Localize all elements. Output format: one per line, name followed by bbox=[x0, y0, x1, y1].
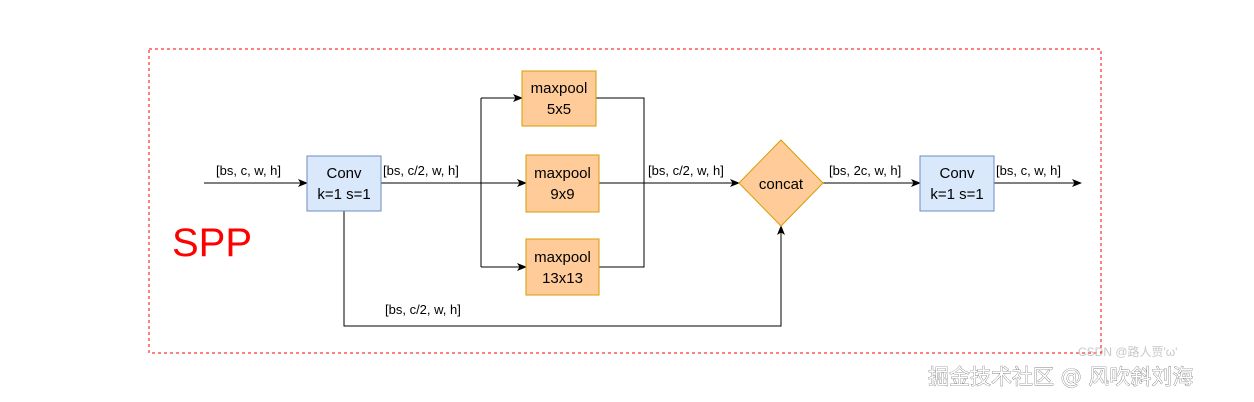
label-pools-out: [bs, c/2, w, h] bbox=[648, 163, 724, 178]
pool9-size: 9x9 bbox=[550, 186, 574, 203]
pool9-title: maxpool bbox=[534, 165, 591, 182]
pool5-node: maxpool 5x5 bbox=[521, 70, 597, 127]
concat-node: concat bbox=[738, 139, 824, 227]
edge-pool13-out bbox=[599, 183, 645, 268]
conv2-node: Conv k=1 s=1 bbox=[919, 155, 995, 212]
conv2-title: Conv bbox=[939, 165, 975, 182]
spp-title: SPP bbox=[172, 221, 252, 265]
edge-pool5-out bbox=[596, 97, 645, 183]
pool5-title: maxpool bbox=[531, 80, 588, 97]
pool13-size: 13x13 bbox=[542, 270, 583, 287]
pool5-size: 5x5 bbox=[547, 101, 571, 118]
spp-frame bbox=[148, 48, 1102, 354]
conv1-node: Conv k=1 s=1 bbox=[306, 155, 382, 212]
pool9-node: maxpool 9x9 bbox=[525, 154, 600, 213]
pool13-node: maxpool 13x13 bbox=[525, 238, 600, 296]
concat-label: concat bbox=[759, 176, 804, 193]
conv1-params: k=1 s=1 bbox=[317, 186, 370, 203]
pool13-title: maxpool bbox=[534, 249, 591, 266]
label-skip: [bs, c/2, w, h] bbox=[385, 302, 461, 317]
edge-skip bbox=[343, 211, 785, 327]
csdn-watermark: CSDN @路人贾'ω' bbox=[1078, 344, 1177, 359]
conv2-params: k=1 s=1 bbox=[930, 186, 983, 203]
label-input: [bs, c, w, h] bbox=[216, 163, 281, 178]
conv1-title: Conv bbox=[326, 165, 362, 182]
connectors bbox=[204, 94, 1082, 327]
label-conv1-out: [bs, c/2, w, h] bbox=[383, 163, 459, 178]
juejin-watermark: 掘金技术社区 @ 风吹斜刘海 bbox=[928, 365, 1193, 389]
label-output: [bs, c, w, h] bbox=[996, 163, 1061, 178]
label-concat-out: [bs, 2c, w, h] bbox=[829, 163, 901, 178]
